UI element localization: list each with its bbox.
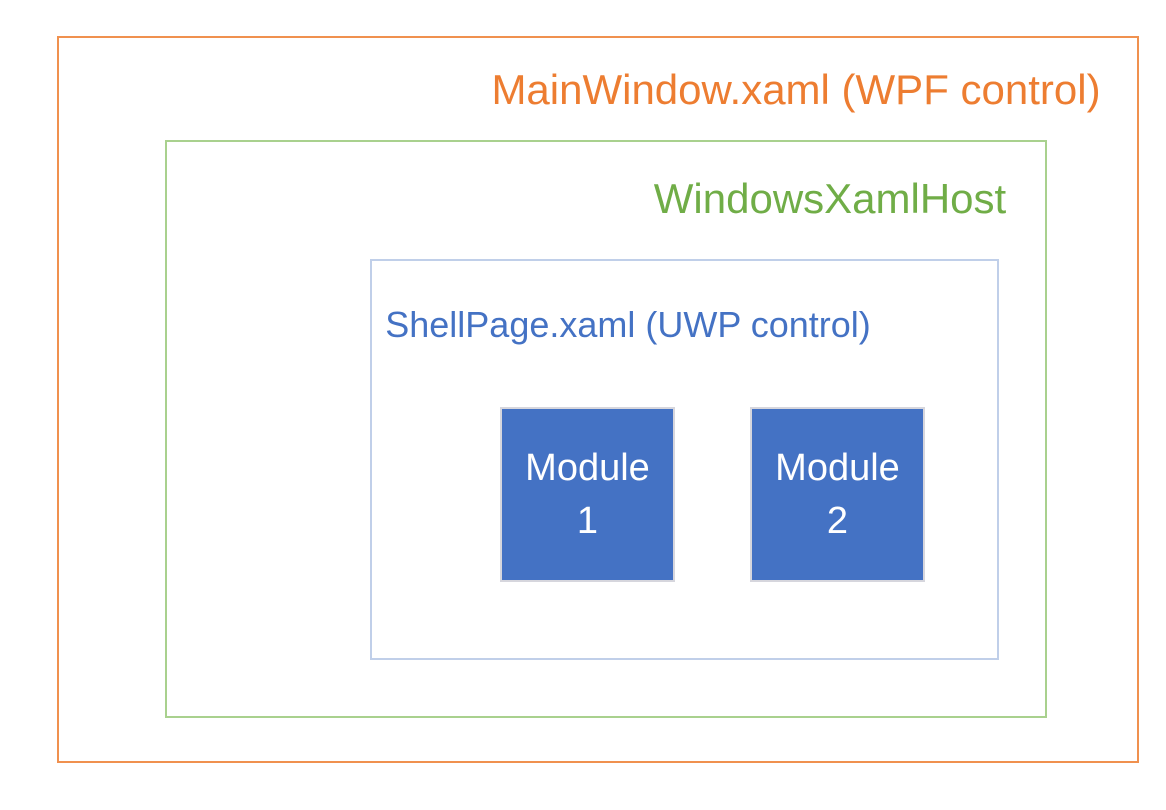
shellpage-label: ShellPage.xaml (UWP control) (385, 304, 871, 345)
windowsxamlhost-box (165, 140, 1047, 718)
shellpage-box (370, 259, 999, 660)
module-2-label-line1: Module (775, 447, 900, 490)
windowsxamlhost-label: WindowsXamlHost (653, 175, 1007, 222)
mainwindow-label: MainWindow.xaml (WPF control) (491, 66, 1101, 113)
module-1-box: Module 1 (500, 407, 675, 582)
module-2-box: Module 2 (750, 407, 925, 582)
mainwindow-box (57, 36, 1139, 763)
module-2-label-line2: 2 (826, 499, 849, 542)
module-1-label-line1: Module (525, 447, 650, 490)
module-1-label-line2: 1 (576, 499, 599, 542)
